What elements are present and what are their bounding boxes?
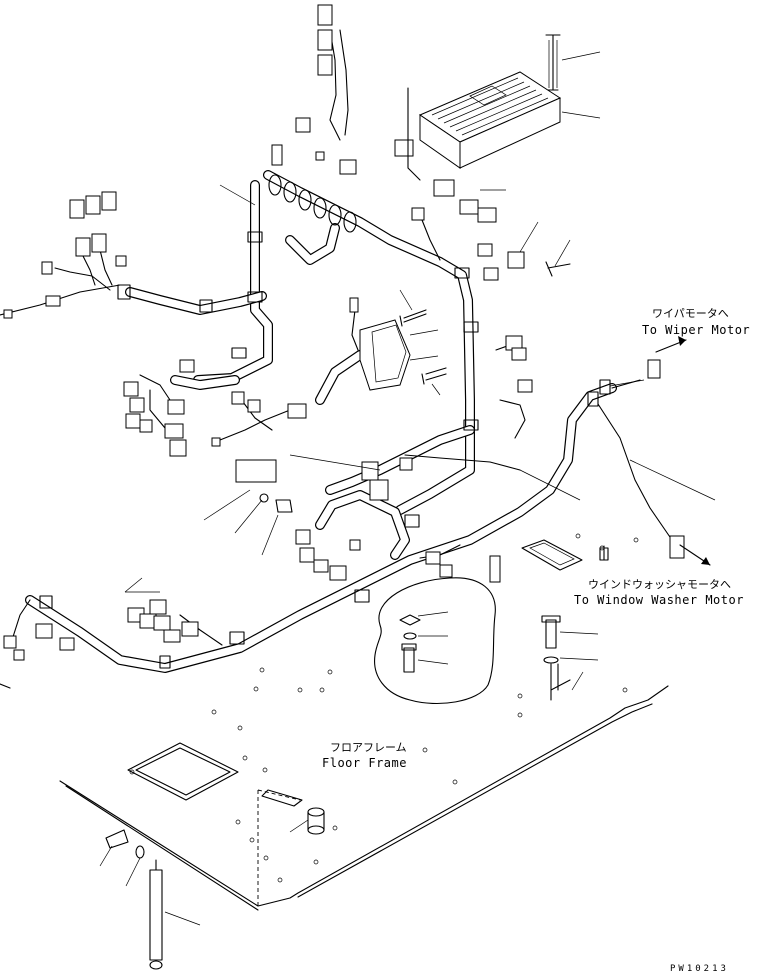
hardware-bolts — [105, 261, 609, 970]
floor-frame-label-jp: フロアフレーム — [330, 741, 407, 754]
floor-frame-label-en: Floor Frame — [322, 756, 407, 770]
leader-lines — [99, 51, 716, 926]
controller-unit — [407, 34, 562, 181]
washer-motor-label-jp: ウインドウォッシャモータへ — [588, 578, 731, 591]
drawing-code: PW10213 — [670, 964, 729, 974]
connectors — [3, 4, 685, 661]
direction-arrows — [655, 336, 711, 566]
wiper-motor-label-en: To Wiper Motor — [642, 323, 751, 337]
harness-clamps — [39, 174, 611, 669]
washer-motor-label-en: To Window Washer Motor — [574, 593, 744, 607]
wiper-motor-label-jp: ワイパモータへ — [652, 307, 729, 320]
floor-frame-plate — [0, 533, 669, 911]
